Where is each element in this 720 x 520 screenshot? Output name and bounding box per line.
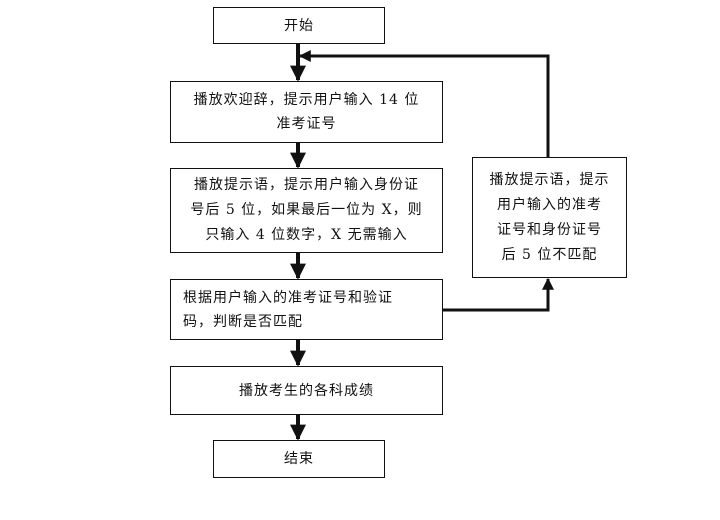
arrow-retry-to-step1	[298, 50, 550, 157]
mismatch-node: 播放提示语，提示 用户输入的准考 证号和身份证号 后 5 位不匹配	[472, 157, 627, 278]
play-scores-node: 播放考生的各科成绩	[170, 366, 443, 415]
arrow-step3-to-retry	[443, 277, 554, 312]
verify-text-2: 码，判断是否匹配	[183, 313, 303, 330]
id-prompt-node: 播放提示语，提示用户输入身份证 号后 5 位，如果最后一位为 X，则 只输入 4…	[170, 168, 443, 253]
mismatch-text-2: 用户输入的准考	[497, 196, 602, 213]
welcome-prompt-text-2: 准考证号	[276, 116, 337, 132]
id-prompt-text-1: 播放提示语，提示用户输入身份证	[194, 177, 419, 193]
start-node-text: 开始	[284, 17, 314, 34]
verify-text-1: 根据用户输入的准考证号和验证	[183, 289, 393, 306]
end-node: 结束	[213, 440, 385, 478]
mismatch-text-4: 后 5 位不匹配	[501, 246, 598, 263]
verify-node: 根据用户输入的准考证号和验证 码，判断是否匹配	[170, 279, 443, 340]
welcome-prompt-text-1: 播放欢迎辞，提示用户输入 14 位	[193, 92, 420, 108]
end-node-text: 结束	[284, 451, 314, 467]
id-prompt-text-3: 只输入 4 位数字，X 无需输入	[205, 227, 408, 243]
play-scores-text: 播放考生的各科成绩	[239, 382, 374, 399]
start-node: 开始	[213, 7, 385, 44]
welcome-prompt-node: 播放欢迎辞，提示用户输入 14 位 准考证号	[170, 81, 443, 143]
mismatch-text-1: 播放提示语，提示	[489, 171, 610, 188]
mismatch-text-3: 证号和身份证号	[497, 221, 602, 238]
id-prompt-text-2: 号后 5 位，如果最后一位为 X，则	[190, 202, 423, 218]
